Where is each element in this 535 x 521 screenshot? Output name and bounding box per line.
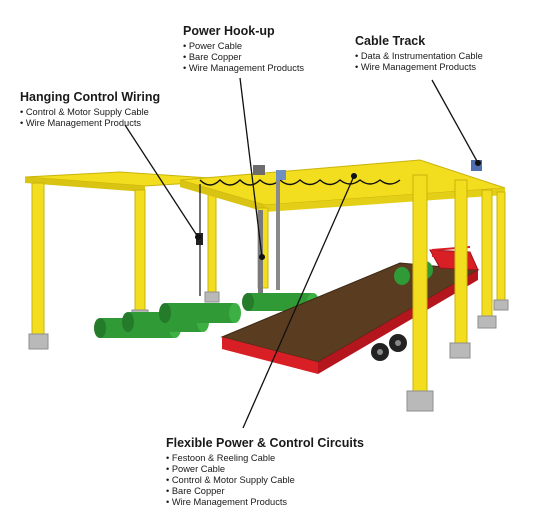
festoon-loops: [199, 179, 401, 186]
callout-title: Hanging Control Wiring: [20, 90, 161, 104]
left-gantry-leg-back: [207, 183, 217, 295]
left-gantry-leg-mid: [134, 189, 146, 313]
callout-list: Power Cable Bare Copper Wire Management …: [183, 41, 304, 74]
trailer-wheel-hub-1: [377, 349, 383, 355]
callout-item: Bare Copper: [166, 486, 364, 497]
callout-item: Wire Management Products: [355, 62, 483, 73]
main-gantry-footing-back-right: [477, 315, 497, 329]
left-gantry-beam-front: [25, 177, 145, 192]
trailer-side-front: [222, 337, 318, 374]
leader-hanging-control: [124, 124, 199, 238]
leader-lines: [124, 77, 482, 429]
power-hookup-trolley: [276, 170, 286, 180]
callout-flexible-power-control: Flexible Power & Control Circuits Festoo…: [166, 436, 364, 508]
main-gantry-footing-front-left: [406, 390, 434, 412]
leader-cable-track-dot: [474, 159, 482, 167]
callout-item: Wire Management Products: [20, 118, 160, 129]
main-gantry-leg-back-right: [481, 189, 493, 319]
callout-hanging-control-wiring: Hanging Control Wiring Control & Motor S…: [20, 90, 160, 129]
leader-hanging-control-dot: [194, 233, 202, 241]
leader-flexible-power: [242, 175, 355, 429]
callout-title: Cable Track: [355, 34, 426, 48]
callout-item: Data & Instrumentation Cable: [355, 51, 483, 62]
main-gantry-leg-front-left: [412, 174, 428, 395]
callout-item: Bare Copper: [183, 52, 304, 63]
left-gantry-footing-back: [204, 291, 220, 303]
callout-power-hookup: Power Hook-up Power Cable Bare Copper Wi…: [183, 24, 304, 74]
cable-track-trolley-left: [253, 165, 265, 175]
main-gantry-footing-back-far: [493, 299, 509, 311]
callout-item: Control & Motor Supply Cable: [20, 107, 160, 118]
callout-title: Power Hook-up: [183, 24, 275, 38]
callout-item: Control & Motor Supply Cable: [166, 475, 364, 486]
leader-power-hookup-dot: [258, 253, 266, 261]
callout-title: Flexible Power & Control Circuits: [166, 436, 364, 450]
callout-list: Data & Instrumentation Cable Wire Manage…: [355, 51, 483, 73]
leader-cable-track: [431, 79, 479, 164]
callout-list: Festoon & Reeling Cable Power Cable Cont…: [166, 453, 364, 508]
callout-item: Power Cable: [183, 41, 304, 52]
callout-item: Power Cable: [166, 464, 364, 475]
trailer-pipe-load-1: [394, 267, 410, 285]
callout-item: Festoon & Reeling Cable: [166, 453, 364, 464]
leader-power-hookup: [239, 77, 263, 258]
main-gantry-leg-front-mid: [454, 179, 468, 347]
main-gantry-front-legs: [406, 174, 471, 412]
main-gantry-footing-front-mid: [449, 342, 471, 359]
trailer-side-right: [318, 270, 478, 374]
leader-flexible-power-dot: [350, 172, 358, 180]
pipe-3: [159, 303, 241, 323]
left-gantry-leg-front: [31, 182, 45, 337]
main-gantry-leg-back-far: [496, 191, 506, 303]
callout-cable-track: Cable Track Data & Instrumentation Cable…: [355, 34, 483, 73]
left-gantry-footing-front: [28, 333, 49, 350]
trailer-wheel-hub-2: [395, 340, 401, 346]
callout-item: Wire Management Products: [166, 497, 364, 508]
callout-list: Control & Motor Supply Cable Wire Manage…: [20, 107, 160, 129]
callout-item: Wire Management Products: [183, 63, 304, 74]
main-gantry-beam-right: [265, 188, 505, 212]
main-gantry-beam-front: [180, 180, 265, 212]
